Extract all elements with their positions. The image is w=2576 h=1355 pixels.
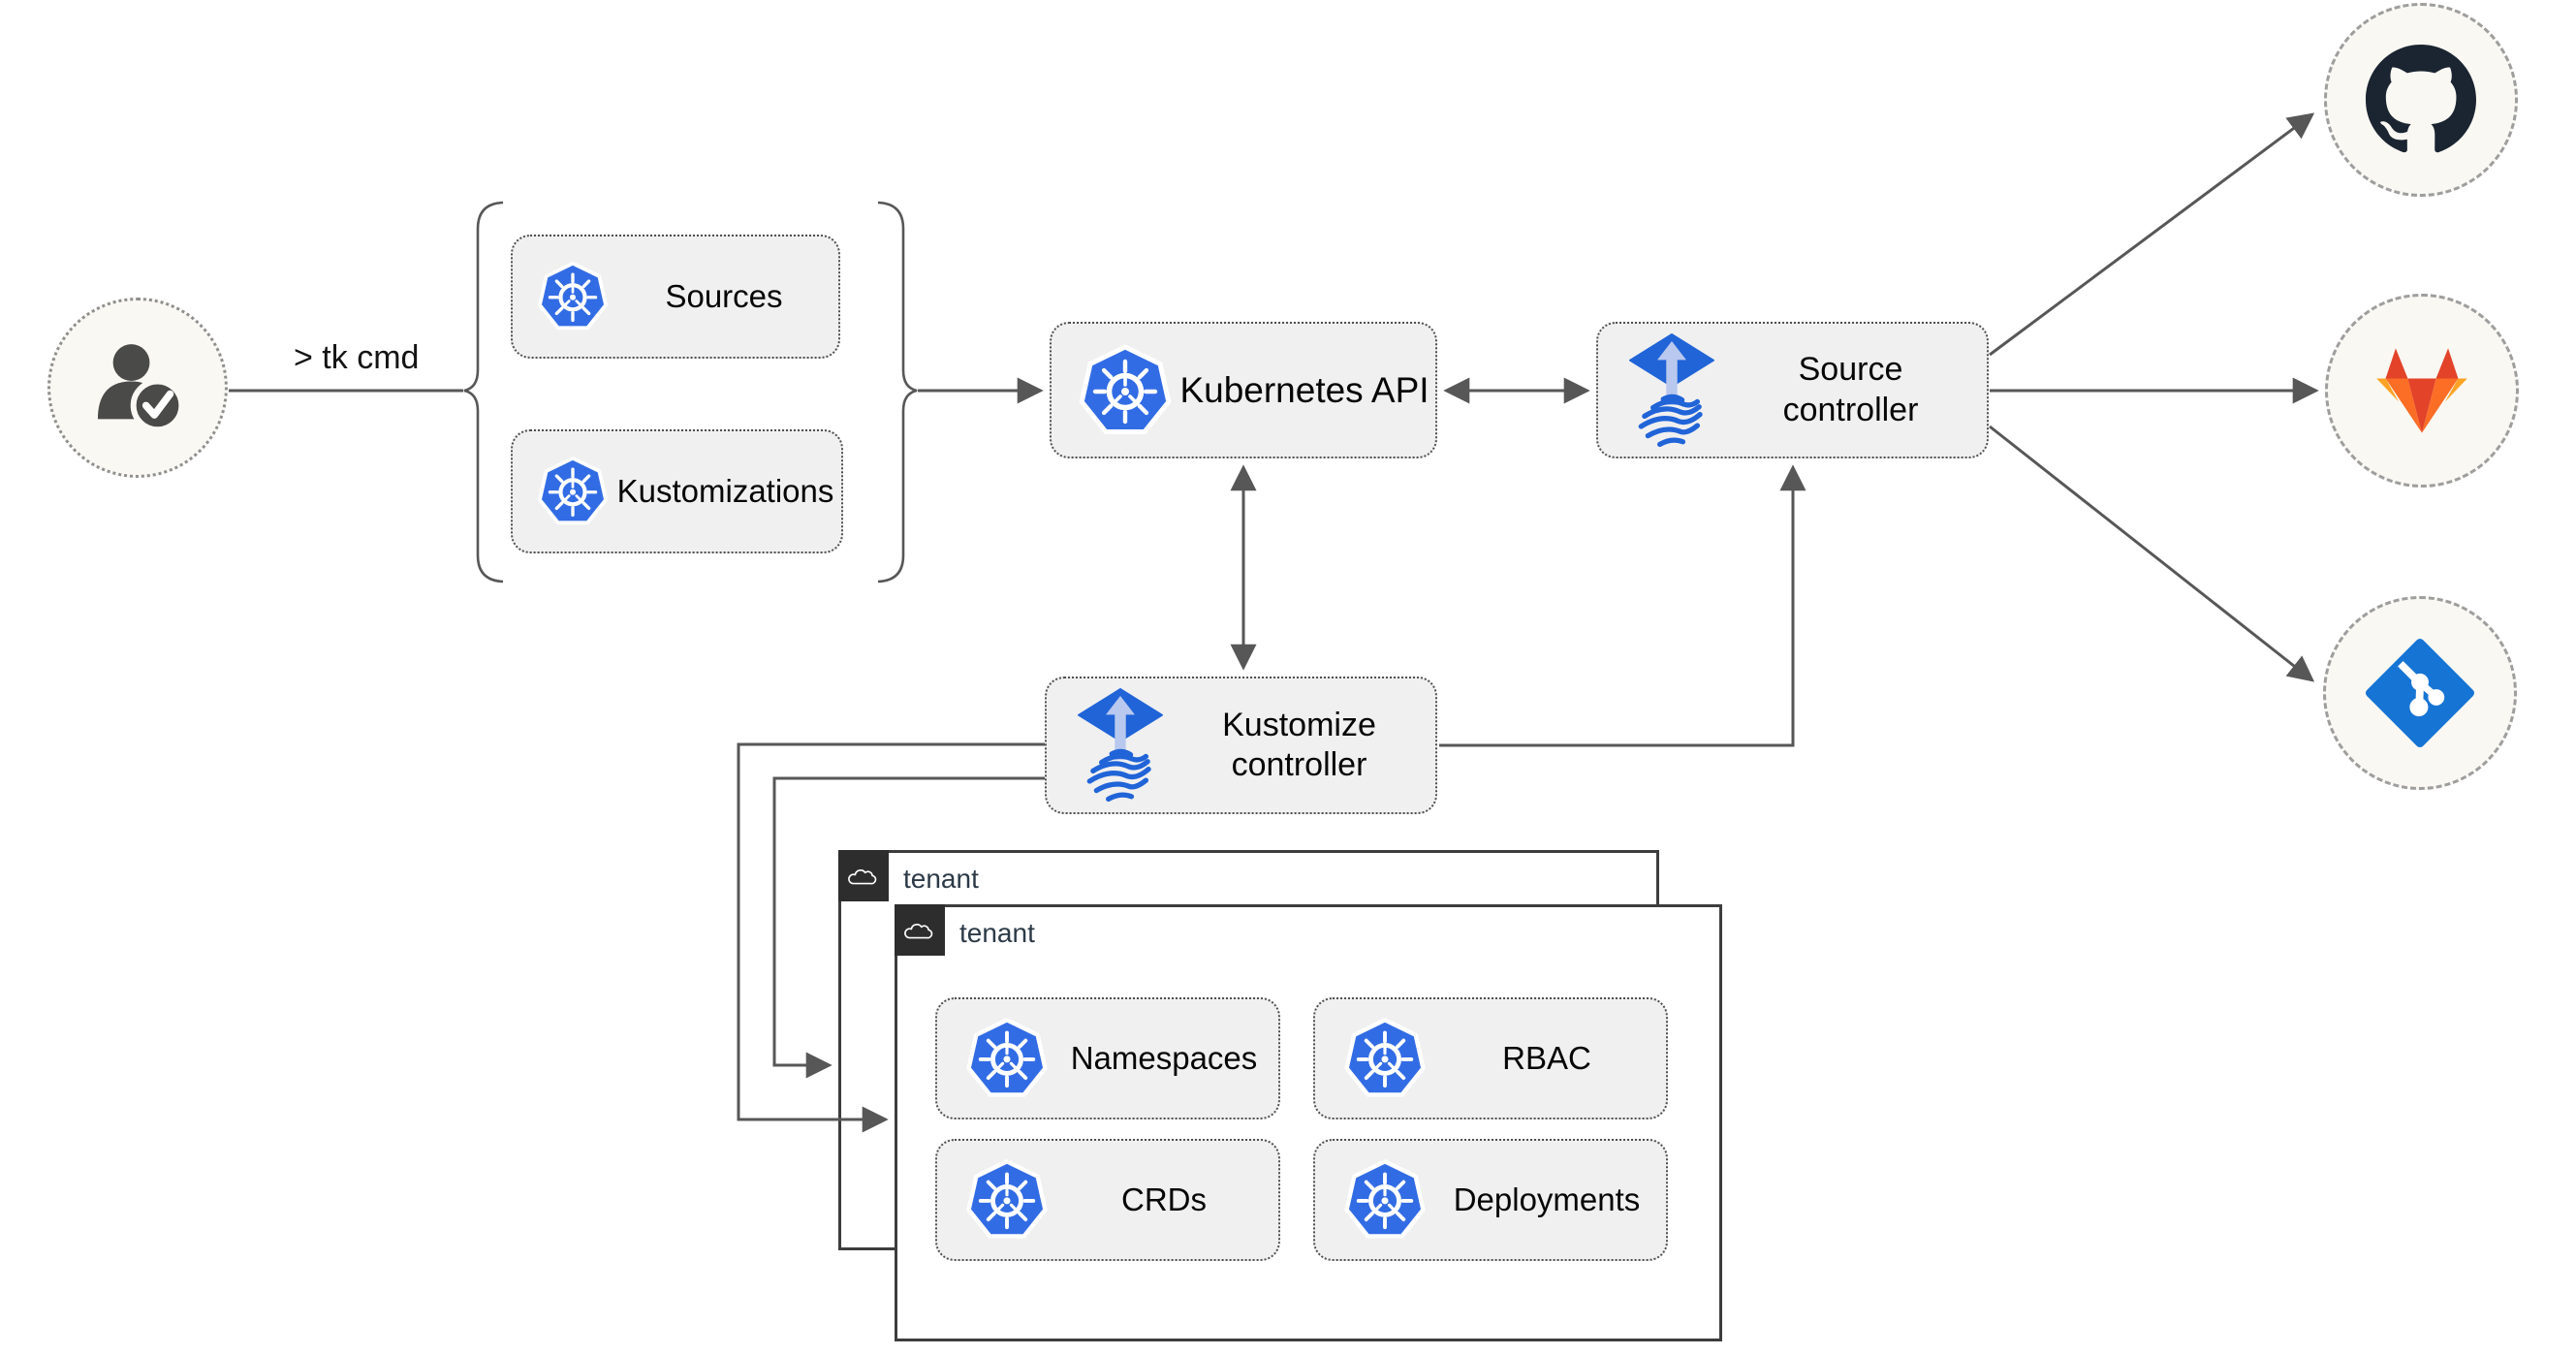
github-node <box>2324 3 2518 197</box>
cli-command-label: > tk cmd <box>294 339 420 376</box>
edge-srcctrl-to-github <box>1989 112 2315 357</box>
kustomize-controller-node: Kustomize controller <box>1045 677 1437 814</box>
crds-node: CRDs <box>935 1139 1280 1261</box>
deployments-node: Deployments <box>1313 1139 1668 1261</box>
kubernetes-icon <box>1342 1157 1428 1243</box>
kustomizations-node: Kustomizations <box>511 429 843 553</box>
source-controller-node: Source controller <box>1596 322 1989 458</box>
gitlab-icon <box>2372 344 2472 437</box>
sources-label: Sources <box>665 277 783 314</box>
user-node <box>47 298 228 478</box>
tenant-header-back <box>838 850 889 901</box>
kustomize-controller-label-line1: Kustomize <box>1222 706 1376 743</box>
kubernetes-icon <box>536 455 610 528</box>
edge-kustctrl-to-srcctrl <box>1439 464 1806 747</box>
rbac-node: RBAC <box>1313 997 1668 1119</box>
user-check-icon <box>85 335 190 440</box>
kubernetes-icon <box>964 1016 1050 1101</box>
kustomizations-label: Kustomizations <box>616 472 834 509</box>
namespaces-label: Namespaces <box>1070 1039 1258 1076</box>
flux-icon <box>1629 333 1714 448</box>
kustomize-controller-label: Kustomize controller <box>1163 706 1435 786</box>
namespaces-node: Namespaces <box>935 997 1280 1119</box>
kustomize-controller-label-line2: controller <box>1231 746 1367 783</box>
deployments-label: Deployments <box>1453 1181 1641 1217</box>
kubernetes-api-label: Kubernetes API <box>1179 369 1429 410</box>
kubernetes-icon <box>964 1157 1050 1243</box>
gitlab-node <box>2325 294 2519 488</box>
source-controller-label-line2: controller <box>1782 391 1919 428</box>
source-controller-label-line1: Source <box>1798 351 1903 389</box>
edge-srcctrl-to-git <box>1989 425 2315 682</box>
kubernetes-icon <box>536 260 610 333</box>
tenant-box-front: tenant Namespaces RBAC CRDs Deployments <box>895 904 1722 1341</box>
git-icon <box>2366 639 2474 747</box>
git-node <box>2323 596 2517 790</box>
bracket-left <box>463 201 504 583</box>
kubernetes-api-node: Kubernetes API <box>1050 322 1437 458</box>
source-controller-label: Source controller <box>1714 350 1987 430</box>
tenant-label-back: tenant <box>903 864 979 894</box>
flux-icon <box>1078 688 1163 803</box>
cloud-icon <box>902 918 937 943</box>
kubernetes-icon <box>1077 342 1174 439</box>
tenant-label-front: tenant <box>959 918 1035 948</box>
sources-node: Sources <box>511 235 840 359</box>
github-icon <box>2366 45 2476 155</box>
rbac-label: RBAC <box>1502 1039 1591 1076</box>
tenant-header-front <box>895 904 945 956</box>
kubernetes-icon <box>1342 1016 1428 1101</box>
cloud-icon <box>846 864 881 889</box>
crds-label: CRDs <box>1121 1181 1207 1217</box>
bracket-right <box>877 201 918 583</box>
